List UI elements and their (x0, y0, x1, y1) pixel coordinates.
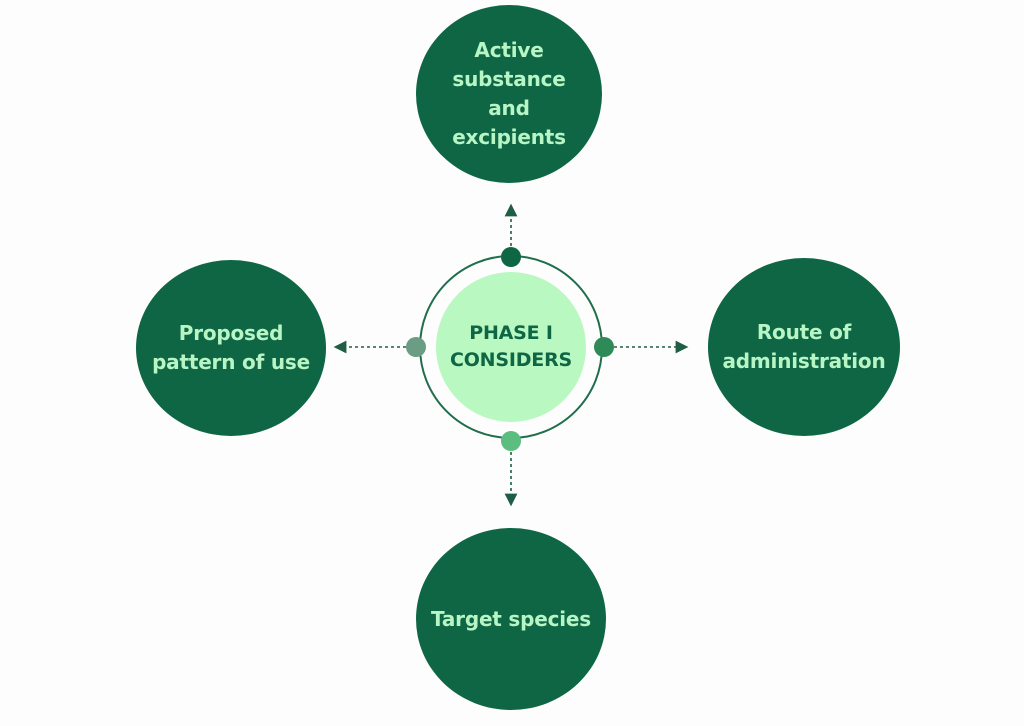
dot-right (594, 337, 614, 357)
node-active-substance: Active substance and excipients (416, 5, 602, 183)
node-route-of-administration: Route of administration (708, 258, 900, 436)
node-target-species: Target species (416, 528, 606, 710)
center-core: PHASE I CONSIDERS (436, 272, 586, 422)
node-active-substance-label: Active substance and excipients (452, 38, 566, 149)
node-proposed-pattern: Proposed pattern of use (136, 260, 326, 436)
node-route-of-administration-label: Route of administration (722, 320, 886, 373)
dot-left (406, 337, 426, 357)
node-proposed-pattern-label: Proposed pattern of use (152, 321, 310, 374)
dot-bottom (501, 431, 521, 451)
dot-top (501, 247, 521, 267)
node-target-species-label: Target species (431, 606, 591, 631)
center-label: PHASE I CONSIDERS (449, 322, 572, 371)
